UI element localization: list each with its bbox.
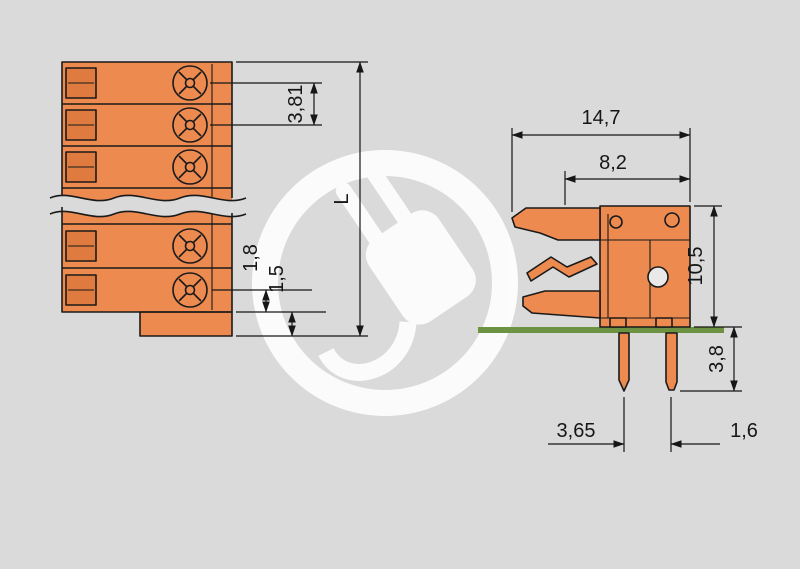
watermark-plug-logo: [252, 150, 518, 416]
dim-label-1-5: 1,5: [266, 265, 288, 293]
watermark-ring: [252, 150, 518, 416]
dimensions-side-view: 14,7 8,2 10,5 3,8 3,65 1,6: [511, 107, 758, 452]
pcb-board: [478, 327, 724, 333]
connector-body-bottom-step: [139, 311, 233, 337]
dim-label-length: L: [331, 193, 353, 204]
mounting-foot: [655, 317, 673, 328]
terminal-screw: [172, 228, 208, 264]
screw-center: [184, 77, 196, 89]
break-wave-upper: [49, 194, 247, 202]
terminal-screw: [172, 272, 208, 308]
hole-large: [647, 266, 669, 288]
spring-contact: [526, 256, 598, 282]
top-block-outline: [61, 61, 233, 198]
break-wave-lower: [49, 210, 247, 218]
dim-label-pin-length: 3,8: [706, 345, 728, 373]
dim-label-1-8: 1,8: [240, 244, 262, 272]
screw-center: [184, 161, 196, 173]
plug-body: [365, 210, 476, 325]
latch-lever: [511, 207, 601, 241]
hole-small: [664, 212, 680, 228]
bottom-block-outline: [61, 207, 233, 313]
plug-pin-right: [364, 163, 413, 227]
side-view: [478, 205, 724, 392]
screw-center: [184, 284, 196, 296]
terminal-screw: [172, 149, 208, 185]
solder-pin-right: [665, 332, 678, 391]
front-view: [49, 61, 247, 337]
screw-center: [184, 240, 196, 252]
solder-pin-left: [618, 332, 630, 392]
wire-slots: [65, 67, 97, 306]
watermark-cable: [318, 320, 417, 381]
dim-label-height: 10,5: [685, 247, 707, 286]
screw-center: [184, 119, 196, 131]
bottom-jaw: [522, 290, 601, 319]
dim-label-pin-width: 1,6: [730, 420, 758, 442]
dim-label-width: 14,7: [582, 107, 621, 129]
hole-small: [609, 215, 623, 229]
dim-label-3-65: 3,65: [557, 420, 596, 442]
dimensions-front-view: 3,81 L 1,8 1,5: [210, 61, 368, 337]
terminal-screw: [172, 107, 208, 143]
dim-label-8-2: 8,2: [599, 152, 627, 174]
terminal-screw: [172, 65, 208, 101]
dim-label-pitch: 3,81: [285, 85, 307, 124]
mounting-foot: [609, 317, 627, 328]
